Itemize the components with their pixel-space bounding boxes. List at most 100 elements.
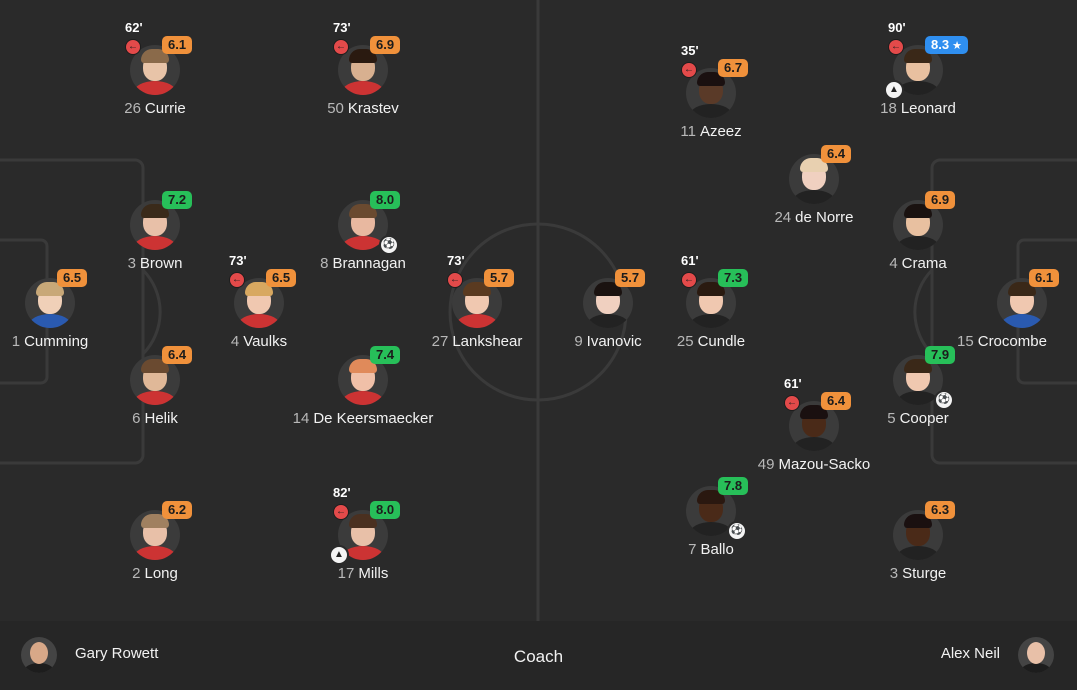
- sub-time: 73': [333, 20, 351, 35]
- player-number: 14: [292, 410, 310, 427]
- ball-icon: ⚽: [727, 521, 747, 541]
- player-rating: 6.9: [925, 191, 956, 209]
- player-rating: 6.1: [162, 36, 193, 54]
- player-rating: 6.2: [162, 501, 193, 519]
- ball-icon: ⚽: [379, 235, 399, 255]
- player-avatar[interactable]: [234, 278, 284, 328]
- player-number: 4: [230, 333, 240, 350]
- substitution-icon: ←: [125, 39, 141, 55]
- player-surname: Cumming: [24, 333, 89, 350]
- player-rating: 6.1: [1029, 269, 1060, 287]
- sub-time: 61': [681, 253, 699, 268]
- player-surname: Cooper: [899, 410, 949, 427]
- player-rating: 6.5: [57, 269, 88, 287]
- player-rating: 7.9: [925, 346, 956, 364]
- sub-time: 35': [681, 43, 699, 58]
- coach-avatar-home[interactable]: [21, 637, 57, 673]
- player-rating: 6.4: [821, 392, 852, 410]
- player-number: 9: [574, 333, 583, 350]
- player-number: 2: [132, 565, 141, 582]
- player-number: 49: [757, 456, 775, 473]
- player-rating: 6.3: [925, 501, 956, 519]
- player-number: 17: [337, 565, 355, 582]
- pitch-lines: [0, 0, 1077, 621]
- player-surname: Long: [144, 565, 178, 582]
- player-surname: Lankshear: [452, 333, 523, 350]
- player-rating: 6.4: [821, 145, 852, 163]
- player-rating: 6.7: [718, 59, 749, 77]
- player-surname: Ballo: [700, 541, 734, 558]
- player-surname: Azeez: [699, 123, 742, 140]
- coach-avatar-away[interactable]: [1018, 637, 1054, 673]
- player-rating: 6.5: [266, 269, 297, 287]
- player-surname: De Keersmaecker: [313, 410, 434, 427]
- substitution-icon: ←: [229, 272, 245, 288]
- player-surname: Brannagan: [332, 255, 406, 272]
- sub-time: 73': [229, 253, 247, 268]
- substitution-icon: ←: [888, 39, 904, 55]
- player-number: 3: [889, 565, 899, 582]
- player-number: 27: [431, 333, 449, 350]
- player-number: 8: [320, 255, 329, 272]
- player-rating: 7.4: [370, 346, 401, 364]
- player-rating: 8.0: [370, 501, 401, 519]
- player-rating: 6.4: [162, 346, 193, 364]
- player-avatar[interactable]: [338, 45, 388, 95]
- boot-icon: ▲: [329, 545, 349, 565]
- player-avatar[interactable]: [130, 510, 180, 560]
- star-icon: ★: [952, 40, 962, 52]
- coach-bar: Gary Rowett Coach Alex Neil: [0, 621, 1077, 690]
- sub-time: 82': [333, 485, 351, 500]
- player-avatar[interactable]: [338, 355, 388, 405]
- player-number: 24: [774, 209, 792, 226]
- player-avatar[interactable]: [893, 200, 943, 250]
- rating-value: 8.3: [931, 37, 950, 52]
- player-avatar[interactable]: [130, 45, 180, 95]
- ball-icon: ⚽: [934, 390, 954, 410]
- player-surname: Crama: [901, 255, 947, 272]
- sub-time: 61': [784, 376, 802, 391]
- player-avatar[interactable]: [338, 200, 388, 250]
- player-surname: Vaulks: [243, 333, 288, 350]
- player-number: 6: [132, 410, 141, 427]
- player-number: 50: [327, 100, 344, 117]
- substitution-icon: ←: [681, 272, 697, 288]
- player-surname: Krastev: [347, 100, 399, 117]
- player-number: 5: [887, 410, 896, 427]
- player-rating: 7.2: [162, 191, 193, 209]
- player-avatar[interactable]: [686, 68, 736, 118]
- player-rating: 5.7: [484, 269, 515, 287]
- player-rating: 6.9: [370, 36, 401, 54]
- player-rating: 7.8: [718, 477, 749, 495]
- player-surname: Currie: [144, 100, 186, 117]
- player-number: 26: [124, 100, 141, 117]
- player-rating: 7.3: [718, 269, 749, 287]
- player-surname: Mills: [358, 565, 389, 582]
- player-number: 4: [889, 255, 898, 272]
- player-surname: Mazou-Sacko: [778, 456, 871, 473]
- player-number: 3: [127, 255, 136, 272]
- player-number: 7: [688, 541, 697, 558]
- player-surname: Leonard: [900, 100, 956, 117]
- player-avatar[interactable]: [25, 278, 75, 328]
- player-number: 1: [11, 333, 21, 350]
- player-rating: 5.7: [615, 269, 646, 287]
- coach-name-home[interactable]: Gary Rowett: [75, 645, 159, 662]
- coach-name-away[interactable]: Alex Neil: [940, 645, 1000, 662]
